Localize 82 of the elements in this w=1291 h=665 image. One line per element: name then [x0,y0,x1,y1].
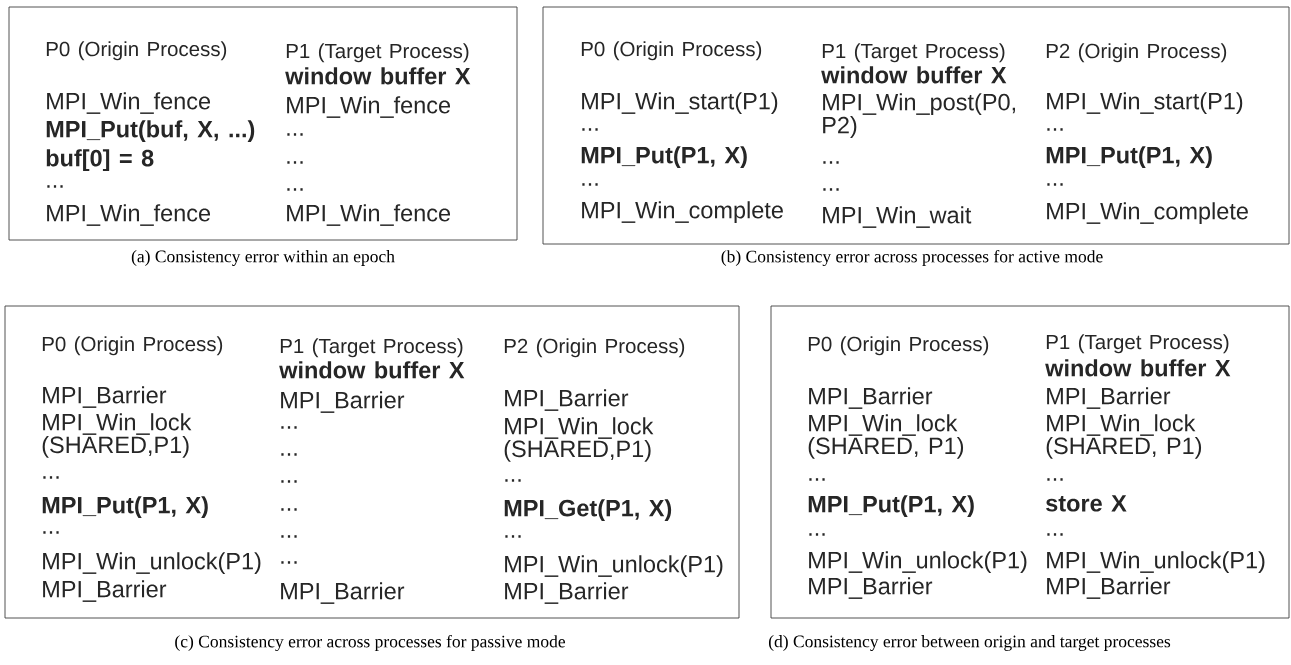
code-line: MPI_Barrier [1047,577,1171,599]
code-line: MPI_Win_unlock(P1) [505,555,723,578]
figure-caption: (c) Consistency error across processes for passive mode [175,634,565,652]
code-line: MPI_Put(P1, X) [1046,146,1212,169]
code-line: ... [823,188,839,191]
code-line: ... [47,185,63,188]
code-line: ... [43,476,59,479]
code-line: MPI_Barrier [43,580,167,602]
code-line: MPI_Barrier [281,582,405,604]
code-line: MPI_Win_complete [1047,202,1248,225]
code-line: ... [43,531,59,534]
code-line: MPI_Win_fence [47,92,211,114]
code-line: ... [823,161,839,164]
code-line: MPI_Barrier [505,582,629,604]
code-line: ... [505,479,521,482]
code-line: ... [287,133,303,136]
code-line: ... [809,533,825,536]
code-line: window buffer X [821,66,1007,84]
code-line: MPI_Win_unlock(P1) [1047,551,1265,574]
code-line: MPI_Get(P1, X) [504,499,672,522]
code-line: MPI_Barrier [809,387,933,409]
code-line: ... [505,535,521,538]
code-line: MPI_Win_post(P0, P2) [823,93,1015,138]
code-line: MPI_Put(P1, X) [42,496,208,519]
code-line: ... [287,188,303,191]
process-heading: P1 (Target Process) [822,43,1005,63]
code-line: ... [281,480,297,483]
code-line: MPI_Win_fence [287,96,451,118]
code-line: ... [281,508,297,511]
code-line: MPI_Win_complete [582,201,783,224]
code-line: window buffer X [285,67,471,85]
code-line: MPI_Put(P1, X) [581,146,747,169]
code-panel [770,305,1290,619]
code-line: MPI_Win_unlock(P1) [809,551,1027,574]
process-heading: P0 (Origin Process) [808,336,989,356]
code-line: MPI_Win_lock (SHARED, P1) [1046,414,1202,459]
code-line: window buffer X [279,361,465,379]
code-line: ... [287,161,303,164]
code-panel [4,305,740,619]
code-line: ... [1047,128,1063,131]
code-line: MPI_Barrier [1047,387,1171,409]
code-line: MPI_Put(P1, X) [808,495,974,518]
code-line: MPI_Win_start(P1) [582,92,778,115]
figure-caption: (a) Consistency error within an epoch [131,250,395,266]
code-line: MPI_Win_start(P1) [1047,92,1243,115]
code-line: buf[0] = 8 [46,149,154,172]
figure-caption: (b) Consistency error across processes for active mode [721,249,1103,267]
code-line: window buffer X [1045,359,1231,377]
process-heading: P0 (Origin Process) [581,41,762,61]
code-line: ... [281,453,297,456]
process-heading: P1 (Target Process) [280,338,463,358]
process-heading: P0 (Origin Process) [46,41,227,61]
code-line: ... [281,426,297,429]
code-line: ... [582,128,598,131]
code-line: MPI_Win_fence [47,204,211,226]
code-line: ... [809,478,825,481]
code-line: MPI_Barrier [43,386,167,408]
code-line: store X [1046,495,1127,512]
code-line: MPI_Win_lock (SHARED, P1) [808,414,964,459]
code-line: MPI_Win_lock (SHARED,P1) [504,417,654,462]
code-line: ... [281,561,297,564]
process-heading: P1 (Target Process) [286,43,469,63]
code-line: ... [582,183,598,186]
code-panel [8,6,518,241]
code-line: ... [1047,183,1063,186]
code-line: MPI_Win_wait [823,206,972,228]
code-line: ... [1047,478,1063,481]
figure-caption: (d) Consistency error between origin and target processes [769,635,1171,651]
code-line: MPI_Win_unlock(P1) [43,552,261,575]
code-line: MPI_Win_fence [287,204,451,226]
code-panel [542,6,1290,245]
process-heading: P2 (Origin Process) [1046,43,1227,63]
code-line: ... [281,535,297,538]
code-line: ... [1047,533,1063,536]
code-line: MPI_Win_lock (SHARED,P1) [42,413,192,458]
code-line: MPI_Put(buf, X, ...) [46,120,255,143]
process-heading: P1 (Target Process) [1046,334,1229,354]
code-line: MPI_Barrier [505,389,629,411]
code-line: MPI_Barrier [809,577,933,599]
code-line: MPI_Barrier [281,391,405,413]
process-heading: P0 (Origin Process) [42,336,223,356]
process-heading: P2 (Origin Process) [504,338,685,358]
